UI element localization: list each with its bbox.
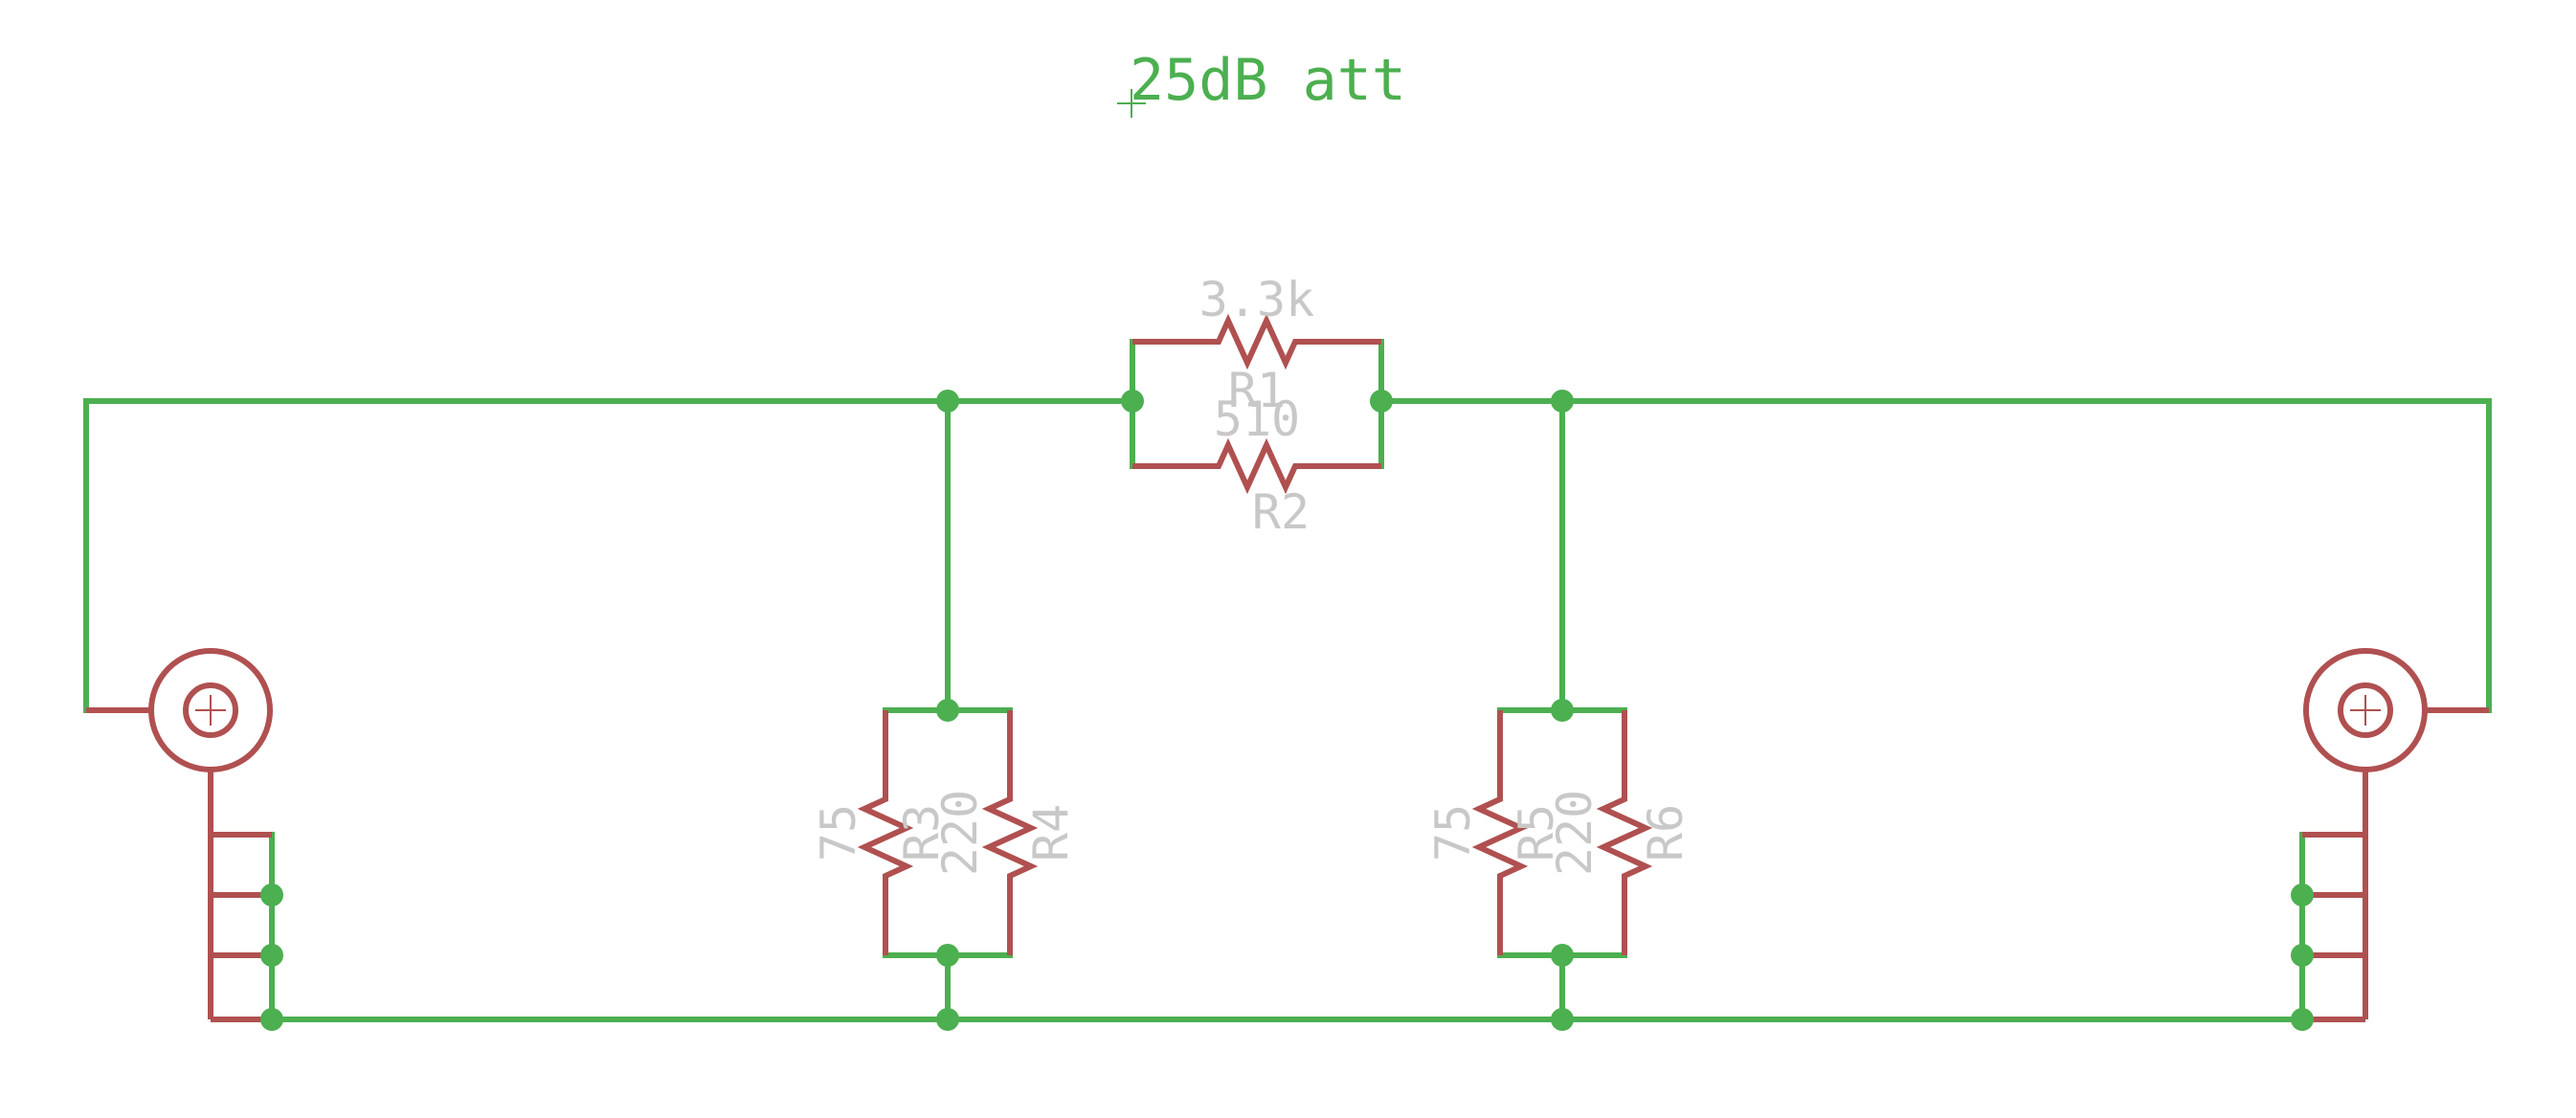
junction-dot xyxy=(1551,944,1574,967)
resistor-r4[interactable] xyxy=(981,710,1039,955)
resistor-r6[interactable] xyxy=(1596,710,1653,955)
resistor-r5[interactable] xyxy=(1471,710,1529,955)
junction-dot xyxy=(2291,944,2314,967)
wire-top-right xyxy=(1378,398,2492,713)
junction-dot xyxy=(1551,1008,1574,1031)
r6-name-label: R6 xyxy=(1638,804,1693,861)
resistor-r5-symbol xyxy=(1471,710,1529,955)
resistor-r3[interactable] xyxy=(857,710,914,955)
r4-name-label: R4 xyxy=(1023,804,1079,861)
r6-value-label: 220 xyxy=(1547,790,1602,876)
resistor-r1[interactable] xyxy=(1132,313,1381,370)
junction-dot xyxy=(936,699,959,722)
title-text: 25dB att xyxy=(1130,47,1406,114)
r3-name-label: R3 xyxy=(894,804,950,861)
r2-value-label: 510 xyxy=(1214,391,1300,447)
junction-dot xyxy=(1121,390,1144,413)
junction-dot xyxy=(260,1008,283,1031)
component-labels: 3.3k R1 510 R2 75 R3 220 R4 75 R5 220 R6 xyxy=(811,272,1693,876)
junction-dot xyxy=(1370,390,1393,413)
resistor-r4-symbol xyxy=(981,710,1039,955)
r3-value-label: 75 xyxy=(811,804,866,861)
junctions xyxy=(260,390,2314,1031)
junction-dot xyxy=(936,944,959,967)
junction-dot xyxy=(936,1008,959,1031)
right-connector-inner-ring xyxy=(2338,682,2393,738)
schematic-title: 25dB att xyxy=(1117,47,1406,118)
r1-name-label: R1 xyxy=(1228,363,1286,418)
junction-dot xyxy=(1551,390,1574,413)
resistor-r2[interactable] xyxy=(1132,437,1381,495)
coax-connector-icon[interactable] xyxy=(2302,648,2489,1022)
r5-value-label: 75 xyxy=(1425,804,1481,861)
junction-dot xyxy=(936,390,959,413)
resistor-r1-symbol xyxy=(1132,313,1381,370)
junction-dot xyxy=(2291,1008,2314,1031)
junction-dot xyxy=(2291,883,2314,906)
resistor-r6-symbol xyxy=(1596,710,1653,955)
junction-dot xyxy=(260,944,283,967)
resistor-r3-symbol xyxy=(857,710,914,955)
coax-connector-icon[interactable] xyxy=(86,648,273,1022)
resistor-r2-symbol xyxy=(1132,437,1381,495)
r4-value-label: 220 xyxy=(932,790,988,876)
r5-name-label: R5 xyxy=(1509,804,1564,861)
junction-dot xyxy=(1551,699,1574,722)
r1-value-label: 3.3k xyxy=(1199,272,1314,327)
r2-name-label: R2 xyxy=(1252,484,1310,540)
wire-top-left xyxy=(83,398,1135,713)
junction-dot xyxy=(260,883,283,906)
left-connector-inner-ring xyxy=(183,682,238,738)
